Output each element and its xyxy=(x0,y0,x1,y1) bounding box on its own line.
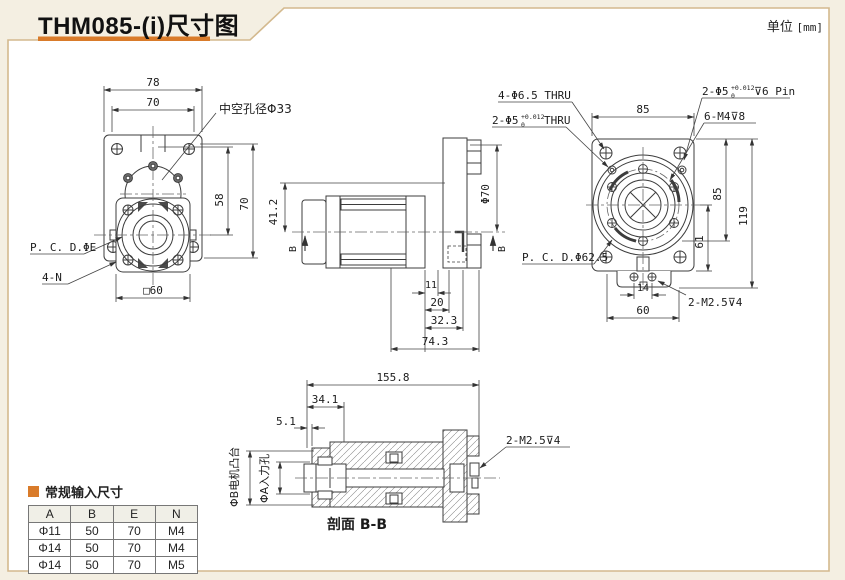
pin-tol-sub: 0 xyxy=(731,92,735,100)
cell: 50 xyxy=(70,522,114,540)
dim-60: 60 xyxy=(636,304,649,317)
rear-corner-holes xyxy=(599,146,687,264)
col-header-b: B xyxy=(70,505,114,523)
dim-32-3: 32.3 xyxy=(431,314,458,327)
rear-view-texts: 4-Φ6.5 THRU 2-Φ5 +0.012 0 THRU 85 2-Φ5 +… xyxy=(492,84,795,317)
title-underline xyxy=(38,36,210,41)
front-view xyxy=(94,126,212,286)
dim-square-60: □60 xyxy=(143,284,163,297)
table-title: 常规输入尺寸 xyxy=(45,485,124,500)
section-view xyxy=(295,429,500,523)
col-header-a: A xyxy=(27,505,72,523)
side-view-dims xyxy=(280,144,502,352)
dim-70-top: 70 xyxy=(146,96,159,109)
dim-119: 119 xyxy=(737,206,750,226)
unit-value: [mm] xyxy=(796,21,824,34)
four-n-label: 4-N xyxy=(42,271,62,284)
dim-5-1: 5.1 xyxy=(276,415,296,428)
thru-holes-label: 4-Φ6.5 THRU xyxy=(498,89,571,102)
cell: M4 xyxy=(154,539,199,557)
dim-61: 61 xyxy=(693,235,706,248)
rear-centerlines xyxy=(586,147,700,291)
cell: 70 xyxy=(112,539,156,557)
dim-14: 14 xyxy=(637,283,649,294)
cell: Φ14 xyxy=(27,539,72,557)
dim-155-8: 155.8 xyxy=(376,371,409,384)
table-row: Φ14 50 70 M4 xyxy=(27,539,199,557)
front-view-texts: 78 70 中空孔径Φ33 58 70 P. C. D.ΦE 4-N □60 xyxy=(30,76,292,297)
cell: Φ14 xyxy=(27,556,72,574)
front-view-dims xyxy=(30,86,258,302)
dim-74-3: 74.3 xyxy=(422,335,449,348)
input-size-table: A B E N Φ11 50 70 M4 Φ14 50 70 M4 Φ14 50… xyxy=(27,505,199,574)
unit-label: 单位 [mm] xyxy=(767,16,823,35)
dim-20: 20 xyxy=(430,296,443,309)
dim-phi70: Φ70 xyxy=(479,184,492,204)
section-view-texts: 155.8 34.1 5.1 ΦB电机凸台 ΦA入力孔 2-M2.5⊽4 剖面 … xyxy=(227,371,561,533)
front-centerlines xyxy=(94,126,212,286)
cell: M5 xyxy=(154,556,199,574)
pin-tol-sup: +0.012 xyxy=(731,84,755,92)
side-view xyxy=(292,137,505,269)
pcd-62-5-label: P. C. D.Φ62.5 xyxy=(522,251,608,264)
cell: 50 xyxy=(70,556,114,574)
pin-label-suffix: ⊽6 Pin xyxy=(754,85,795,98)
rear-view-dims xyxy=(492,97,790,322)
cell: 50 xyxy=(70,539,114,557)
pin-thru-label-base: 2-Φ5 xyxy=(492,114,519,127)
dim-78: 78 xyxy=(146,76,159,89)
pin-thru-tol-sub: 0 xyxy=(521,121,525,129)
col-header-e: E xyxy=(112,505,156,523)
unit-text: 单位 xyxy=(766,19,793,34)
cell: 70 xyxy=(112,522,156,540)
cell: M4 xyxy=(154,522,199,540)
hollow-bore-label: 中空孔径Φ33 xyxy=(219,101,292,116)
col-header-n: N xyxy=(154,505,199,523)
table-row: Φ14 50 70 M5 xyxy=(27,556,199,574)
m4-screws-label: 6-M4⊽8 xyxy=(704,110,745,123)
dim-70-side: 70 xyxy=(238,197,251,210)
m25-label-section: 2-M2.5⊽4 xyxy=(506,434,561,447)
orange-bullet-icon xyxy=(28,486,39,497)
section-view-dims xyxy=(246,380,570,506)
section-b-left: B xyxy=(288,246,299,252)
pcd-e-label: P. C. D.ΦE xyxy=(30,241,96,254)
cell: 70 xyxy=(112,556,156,574)
section-m25-screw xyxy=(469,462,480,477)
pin-thru-tol-sup: +0.012 xyxy=(521,113,545,121)
input-size-table-block: 常规输入尺寸 A B E N Φ11 50 70 M4 Φ14 50 70 M4 xyxy=(27,482,199,574)
side-view-texts: 41.2 B B Φ70 11 20 32.3 74.3 xyxy=(267,184,508,348)
dim-41-2: 41.2 xyxy=(267,199,280,226)
table-title-row: 常规输入尺寸 xyxy=(28,482,198,501)
dim-11: 11 xyxy=(425,280,437,291)
input-hole-label: ΦA入力孔 xyxy=(258,454,271,503)
rear-view xyxy=(586,138,700,291)
flange-corner-screws xyxy=(122,204,184,266)
tab-screws xyxy=(629,272,657,288)
table-header-row: A B E N xyxy=(27,505,199,523)
cell: Φ11 xyxy=(27,522,72,540)
section-caption: 剖面 B-B xyxy=(327,516,387,533)
dim-85-top: 85 xyxy=(636,103,649,116)
dim-34-1: 34.1 xyxy=(312,393,339,406)
pin-thru-label-suffix: THRU xyxy=(544,114,571,127)
table-row: Φ11 50 70 M4 xyxy=(27,522,199,540)
dim-58: 58 xyxy=(213,193,226,206)
m25-label-rear: 2-M2.5⊽4 xyxy=(688,296,743,309)
motor-boss-label: ΦB电机凸台 xyxy=(227,447,241,507)
dim-85-right: 85 xyxy=(711,187,724,200)
section-b-right: B xyxy=(497,246,508,252)
pin-label-base: 2-Φ5 xyxy=(702,85,729,98)
page-title: THM085-(i)尺寸图 xyxy=(38,13,240,40)
